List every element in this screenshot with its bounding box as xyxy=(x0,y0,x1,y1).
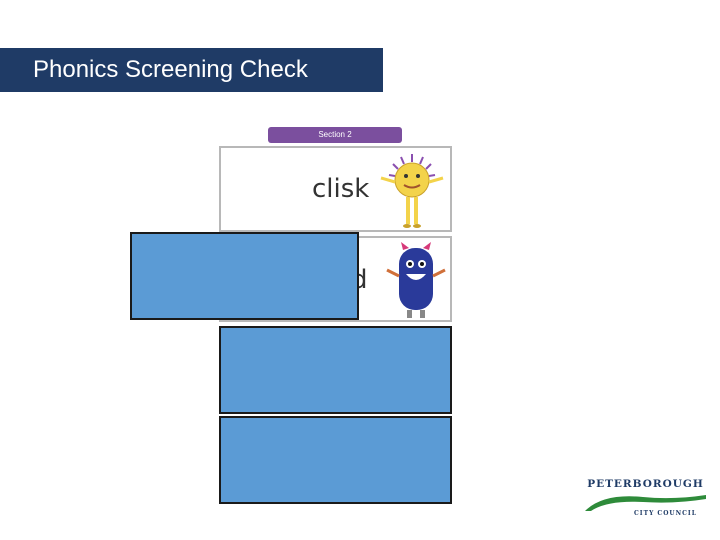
slide-title: Phonics Screening Check xyxy=(0,48,383,92)
yellow-monster-icon xyxy=(380,154,444,228)
logo-line-1: PETERBOROUGH xyxy=(587,478,704,490)
cover-box xyxy=(219,416,452,504)
section-header: Section 2 xyxy=(268,127,402,143)
cover-box xyxy=(130,232,359,320)
peterborough-logo: PETERBOROUGH CITY COUNCIL xyxy=(583,478,708,522)
word-card-1: clisk xyxy=(219,146,452,232)
pseudo-word: clisk xyxy=(312,174,370,204)
logo-line-2: CITY COUNCIL xyxy=(634,510,697,517)
cover-box xyxy=(219,326,452,414)
logo-swoosh-icon xyxy=(585,495,706,511)
blue-monster-icon xyxy=(386,242,446,318)
